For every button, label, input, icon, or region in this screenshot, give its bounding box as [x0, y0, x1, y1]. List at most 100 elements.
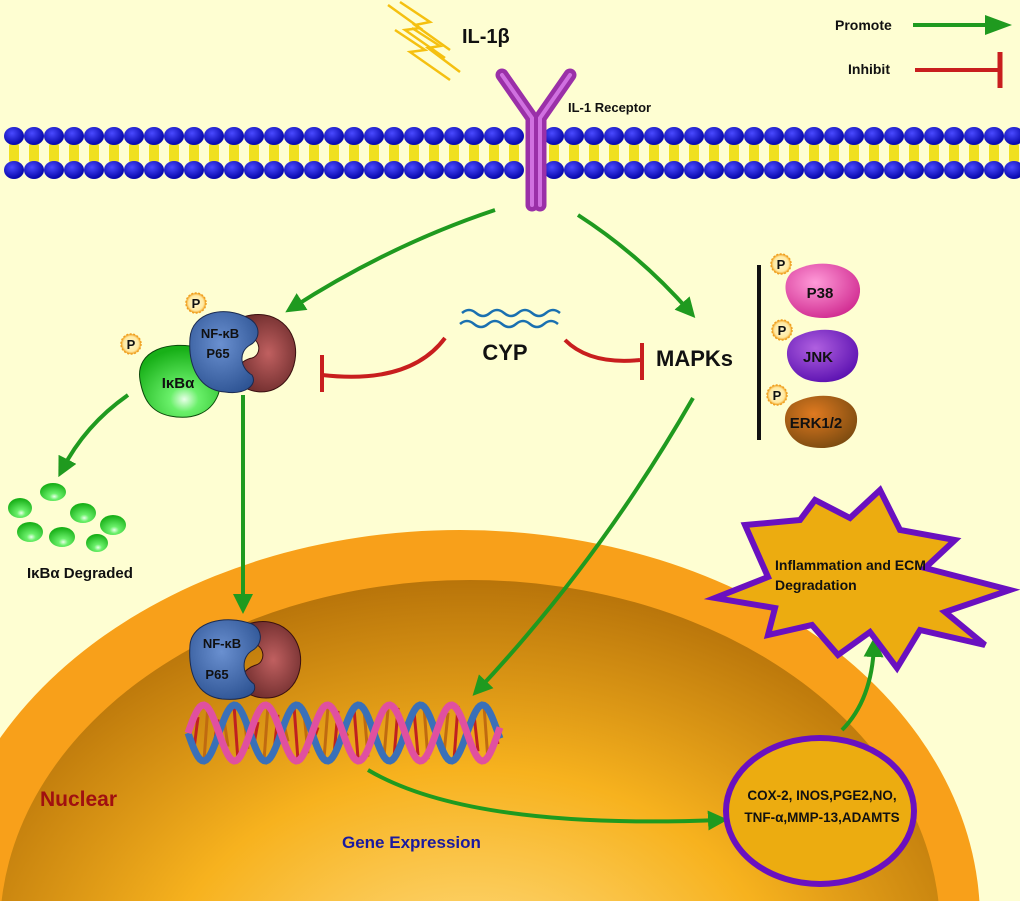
lipid-head: [1004, 161, 1020, 179]
lipid-tail: [329, 142, 339, 164]
lipid-head: [764, 161, 784, 179]
lipid-head: [404, 127, 424, 145]
lipid-tail: [789, 142, 799, 164]
lipid-tail: [409, 142, 419, 164]
base-pair: [232, 704, 240, 762]
lipid-head: [1004, 127, 1020, 145]
erk12-label: ERK1/2: [790, 415, 843, 432]
lipid-tail: [729, 142, 739, 164]
phospho-icon: P: [766, 384, 788, 406]
lipid-tail: [449, 142, 459, 164]
lipid-head: [904, 161, 924, 179]
lipid-head: [244, 161, 264, 179]
lipid-head: [784, 127, 804, 145]
lipid-head: [824, 127, 844, 145]
p38-label: P38: [807, 285, 834, 302]
lipid-head: [744, 127, 764, 145]
lipid-tail: [389, 142, 399, 164]
lipid-head: [324, 127, 344, 145]
dna-strand-pink: [184, 701, 504, 765]
lipid-head: [564, 127, 584, 145]
lipid-head: [224, 127, 244, 145]
phospho-icon: P: [770, 253, 792, 275]
lipid-head: [884, 161, 904, 179]
lipid-head: [424, 127, 444, 145]
lipid-tail: [429, 142, 439, 164]
lipid-head: [64, 127, 84, 145]
lipid-head: [264, 127, 284, 145]
lipid-tail: [489, 142, 499, 164]
arrow-receptor-to-mapks: [576, 213, 696, 319]
lipid-head: [644, 127, 664, 145]
kinase-jnk: JNK: [786, 329, 859, 383]
kinase-p38: P38: [785, 263, 861, 319]
lipid-head: [244, 127, 264, 145]
arrow-ikba-degradation: [58, 393, 130, 478]
lipid-head: [724, 161, 744, 179]
lipid-head: [644, 161, 664, 179]
base-pair: [352, 707, 360, 759]
lipid-head: [744, 161, 764, 179]
lipid-head: [404, 161, 424, 179]
lipid-head: [4, 161, 24, 179]
outcome-line1: Inflammation and ECM: [775, 557, 926, 573]
lipid-head: [284, 127, 304, 145]
inhibit-cyp-to-mapks: [563, 338, 644, 380]
base-pair: [382, 709, 390, 757]
lipid-tail: [949, 142, 959, 164]
lipid-tail: [989, 142, 999, 164]
dna-helix-icon: [184, 701, 504, 765]
nfkb-phospho-label: P: [192, 296, 201, 311]
legend: Promote Inhibit: [835, 15, 1012, 88]
lipid-head: [204, 161, 224, 179]
lipid-head: [424, 161, 444, 179]
lipid-head: [604, 127, 624, 145]
lipid-tail: [669, 142, 679, 164]
lipid-tail: [29, 142, 39, 164]
lipid-head: [64, 161, 84, 179]
lipid-head: [44, 161, 64, 179]
lipid-head: [924, 161, 944, 179]
lipid-tail: [849, 142, 859, 164]
legend-promote-label: Promote: [835, 17, 892, 33]
lipid-head: [184, 127, 204, 145]
lipid-head: [564, 161, 584, 179]
outcome-starburst: Inflammation and ECM Degradation: [703, 485, 1020, 674]
lipid-head: [684, 161, 704, 179]
lipid-tail: [209, 142, 219, 164]
lipid-head: [24, 127, 44, 145]
lipid-head: [124, 161, 144, 179]
lipid-head: [824, 161, 844, 179]
lipid-head: [624, 127, 644, 145]
lipid-tail: [929, 142, 939, 164]
lipid-head: [584, 161, 604, 179]
legend-promote-arrowhead-icon: [985, 15, 1012, 35]
gene-expression-label: Gene Expression: [342, 833, 481, 852]
lipid-head: [184, 161, 204, 179]
mediators-line2: TNF-α,MMP-13,ADAMTS: [744, 810, 899, 825]
arrow-mapks-to-dna: [472, 397, 695, 696]
lipid-tail: [369, 142, 379, 164]
lipid-head: [784, 161, 804, 179]
lipid-head: [104, 161, 124, 179]
lipid-head: [104, 127, 124, 145]
lipid-tail: [649, 142, 659, 164]
ikba-label: IκBα: [162, 375, 195, 392]
lipid-head: [464, 127, 484, 145]
lipid-head: [964, 127, 984, 145]
lipid-tail: [829, 142, 839, 164]
lipid-head: [364, 127, 384, 145]
lipid-tail: [509, 142, 519, 164]
lipid-head: [984, 127, 1004, 145]
lipid-tail: [689, 142, 699, 164]
lipid-head: [444, 127, 464, 145]
ikba-phospho-label: P: [127, 337, 136, 352]
lipid-head: [924, 127, 944, 145]
lipid-head: [884, 127, 904, 145]
lipid-head: [764, 127, 784, 145]
lipid-head: [984, 161, 1004, 179]
jnk-phospho-label: P: [778, 323, 787, 338]
lipid-tail: [1009, 142, 1019, 164]
mediators-line1: COX-2, INOS,PGE2,NO,: [747, 788, 896, 803]
lipid-head: [84, 161, 104, 179]
